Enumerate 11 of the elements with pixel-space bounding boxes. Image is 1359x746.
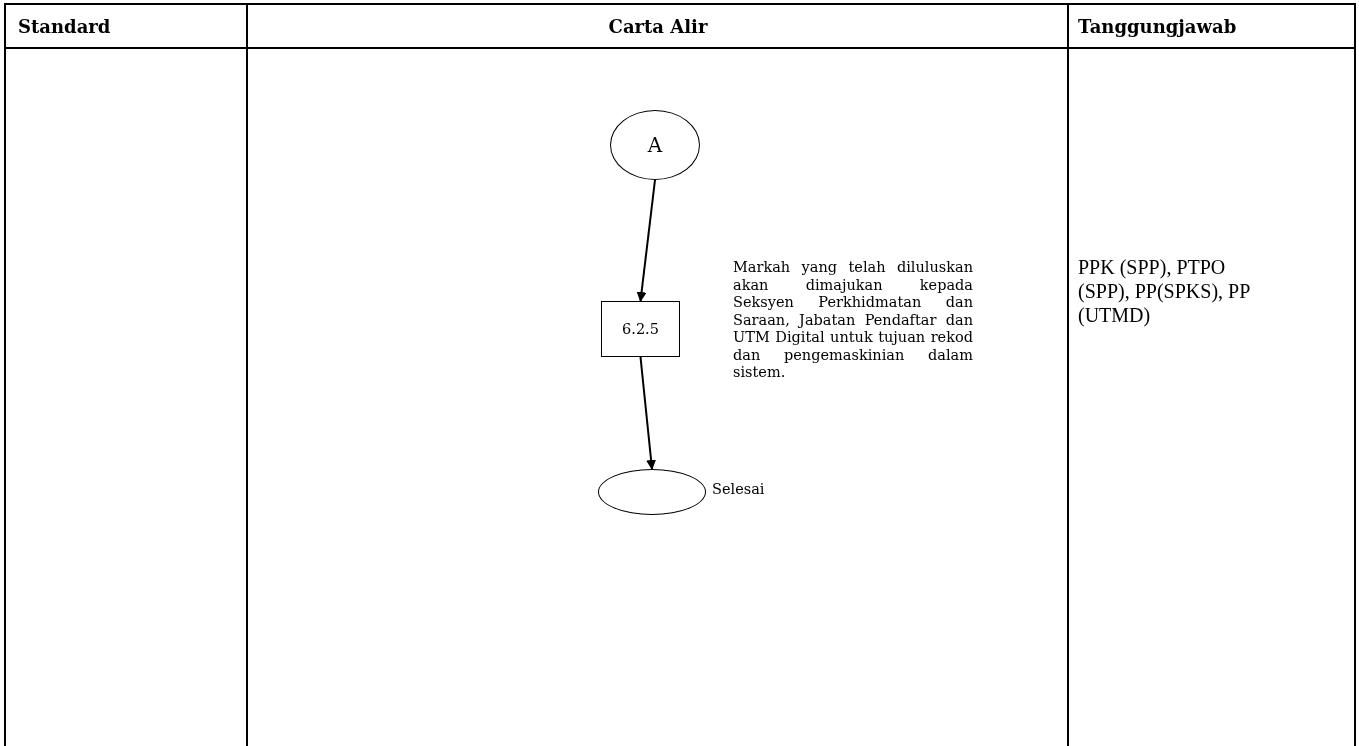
arrow — [636, 179, 656, 302]
step-caption: Selesai — [712, 481, 765, 499]
step-description: Markah yang telah diluluskan akan dimajukan kepada Seksyen Perkhidmatan dan Saraan, Jabatan Pendaftar dan UTM Digital untuk tujuan rekod dan pengemaskinian dalam sistem. — [733, 259, 973, 382]
arrow — [639, 356, 657, 470]
column-header: Standard — [18, 15, 111, 37]
step-number: 6.2.5 — [622, 321, 659, 337]
responsibility-text: PPK (SPP), PTPO (SPP), PP(SPKS), PP (UTMD) — [1078, 255, 1251, 327]
column-header: Tanggungjawab — [1078, 15, 1237, 37]
connector-label: A — [647, 133, 663, 157]
column-header: Carta Alir — [608, 15, 708, 37]
process-box — [601, 301, 680, 357]
